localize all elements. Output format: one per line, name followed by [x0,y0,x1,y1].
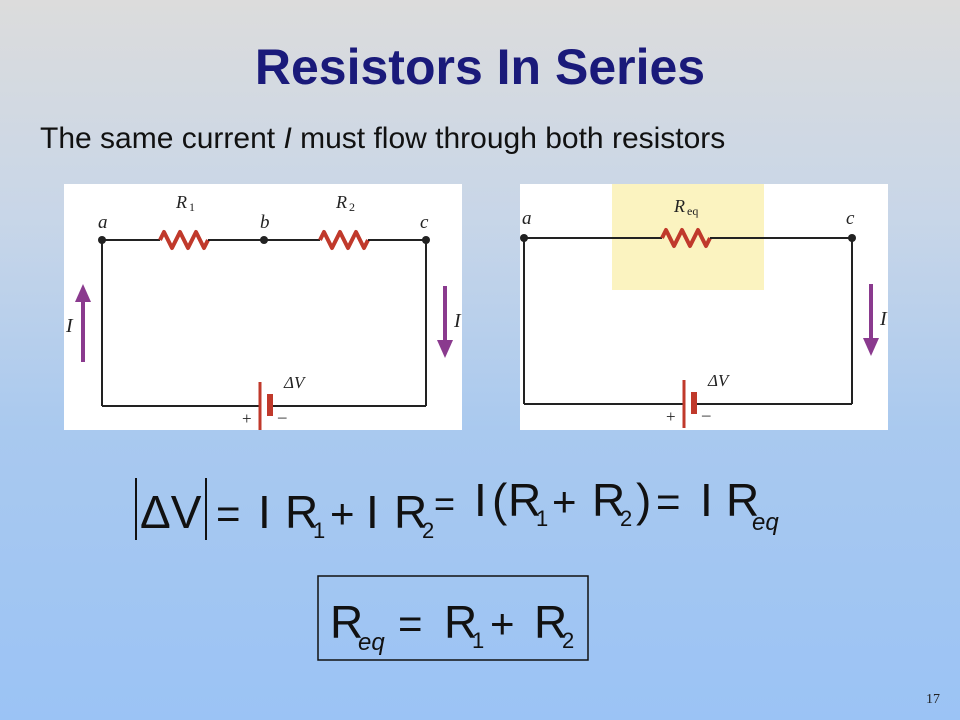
eq1-equals-2: = [434,483,455,524]
eq1-rparen: ) [636,474,651,526]
r2-label: R [335,192,347,212]
eq1-r-5: R [726,474,759,526]
resistor-req-icon [660,228,712,248]
eq1-delta-v: ΔV [140,486,202,538]
node-a-dot [98,236,106,244]
current-label-right: I [453,310,462,332]
node-c-dot [422,236,430,244]
r1-label: R [175,192,187,212]
series-circuit-diagram: a b c R 1 R 2 I I ΔV + – [64,184,462,430]
equivalent-resistance-equation: R eq = R 1 + R 2 [330,596,574,656]
req-label: R [673,196,685,216]
current-arrow-down-icon [863,284,879,356]
subtitle-current-var: I [283,122,292,155]
slide-subtitle: The same current I must flow through bot… [40,122,725,156]
eq2-r-1: R [444,596,477,648]
battery-plus-label: + [242,409,252,428]
eq2-equals: = [398,600,423,647]
eq1-plus-2: + [552,478,577,525]
current-label-right: I [879,308,888,330]
slide-title: Resistors In Series [254,39,706,95]
eq2-sub-2: 2 [562,628,574,653]
battery-minus-label: – [277,407,287,426]
node-a-label: a [522,208,532,229]
page-number: 17 [926,692,940,707]
eq1-r-4: R [592,474,625,526]
node-a-label: a [98,212,108,233]
eq1-i-4: I [700,474,713,526]
equivalent-circuit-diagram: a c R eq I ΔV + – [520,184,888,430]
eq1-sub-1a: 1 [313,518,325,543]
resistor-r2-icon [318,230,370,250]
r1-subscript: 1 [189,200,195,214]
eq1-r-2: R [394,486,427,538]
eq1-equals-3: = [656,478,681,525]
node-a-dot [520,234,528,242]
eq2-sub-eq: eq [358,629,385,656]
series-voltage-equation: ΔV = I R 1 + I R 2 = I ( R 1 + R 2 ) = I… [135,474,779,543]
eq1-equals-1: = [216,490,241,537]
resistor-r1-icon [158,230,210,250]
battery-icon [682,380,697,428]
battery-voltage-label: ΔV [707,371,731,390]
node-b-label: b [260,212,270,233]
eq2-plus: + [490,600,515,647]
r2-subscript: 2 [349,200,355,214]
node-b-dot [260,236,268,244]
eq1-r-1: R [285,486,318,538]
eq1-sub-2a: 2 [422,518,434,543]
eq2-r-2: R [534,596,567,648]
eq1-i-2: I [366,486,379,538]
subtitle-part-1: The same current [40,122,284,155]
current-arrow-up-icon [75,284,91,362]
current-label-left: I [65,315,74,337]
node-c-dot [848,234,856,242]
eq2-r-eq: R [330,596,363,648]
result-box [317,575,589,661]
node-c-label: c [420,212,429,233]
eq1-i-1: I [258,486,271,538]
battery-icon [258,382,273,430]
eq1-r-3: R [508,474,541,526]
battery-plus-label: + [666,407,676,426]
req-subscript: eq [687,204,698,218]
eq1-i-3: I [474,474,487,526]
subtitle-part-2: must flow through both resistors [291,122,726,155]
eq1-plus-1: + [330,490,355,537]
eq2-sub-1: 1 [472,628,484,653]
current-arrow-down-icon [437,286,453,358]
eq1-sub-1b: 1 [536,506,548,531]
eq1-lparen: ( [492,474,508,526]
battery-voltage-label: ΔV [283,373,307,392]
eq1-sub-eq: eq [752,509,779,536]
battery-minus-label: – [701,405,711,424]
node-c-label: c [846,208,855,229]
eq1-sub-2b: 2 [620,506,632,531]
